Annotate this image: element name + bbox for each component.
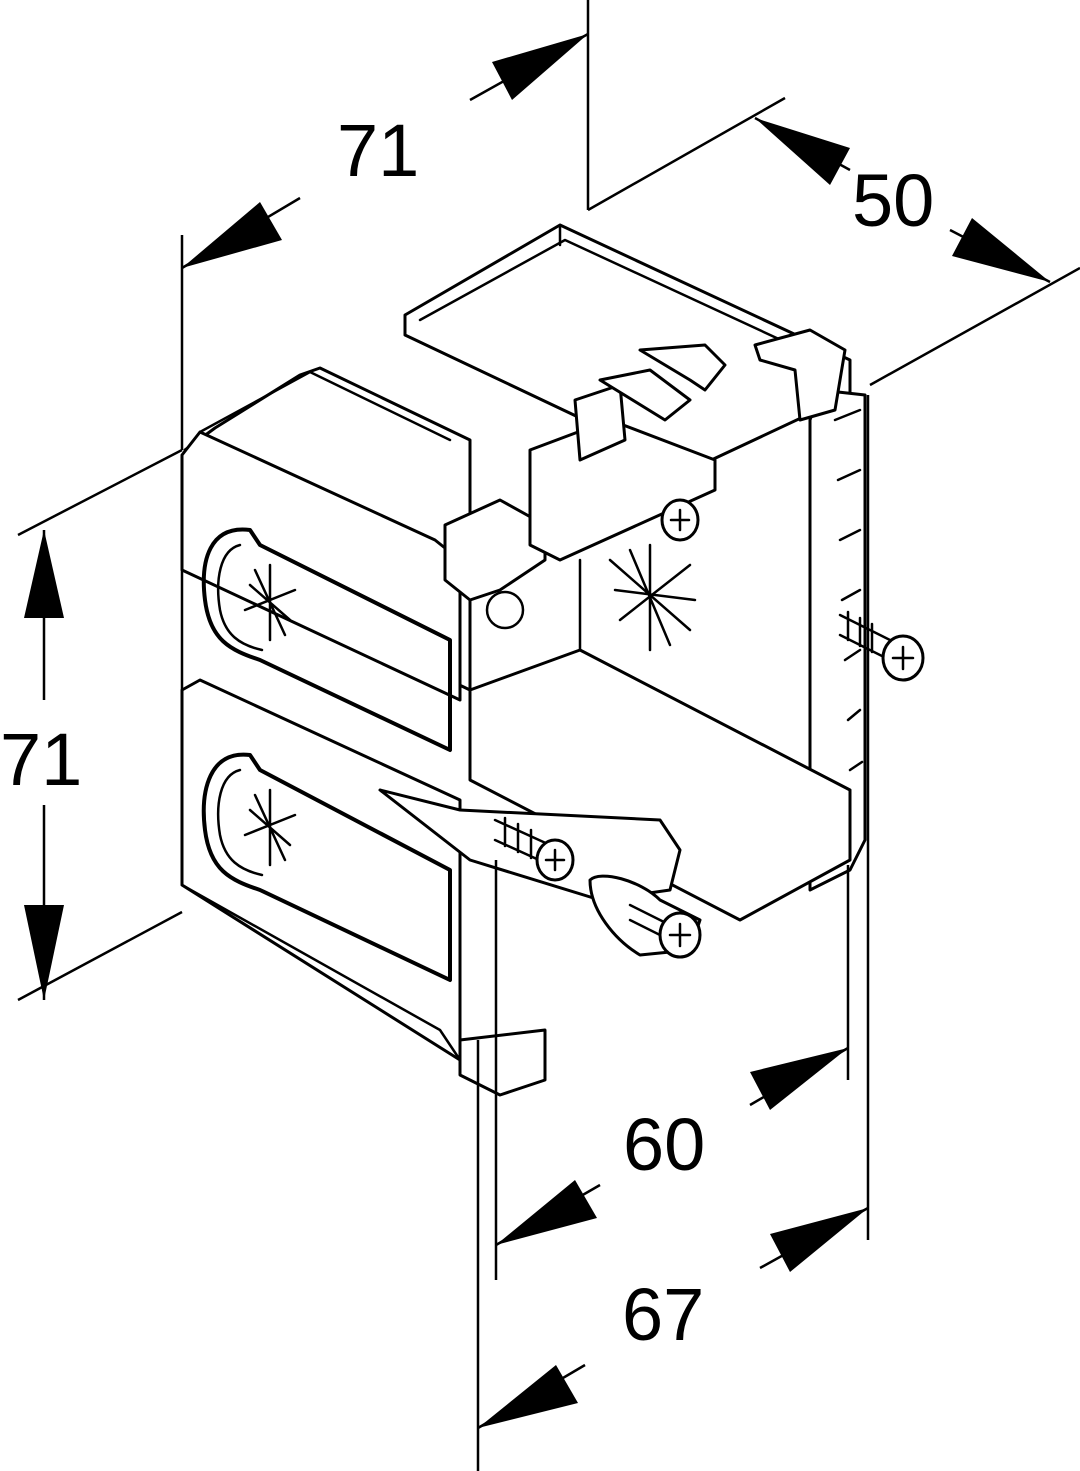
junction-box: [180, 223, 925, 1097]
dimension-bottom-inner: 60: [494, 860, 850, 1280]
dimension-left-height: 71: [0, 448, 183, 1002]
screw-icon-right: [838, 610, 925, 682]
dimension-top-depth: 50: [587, 96, 1080, 387]
dimension-label-top-depth: 50: [852, 159, 934, 242]
dimension-label-bottom-inner: 60: [623, 1103, 705, 1186]
dimension-label-bottom-outer: 67: [622, 1273, 704, 1356]
screw-icon-top: [660, 498, 700, 542]
screw-icon-lower-center: [628, 903, 702, 959]
dimension-label-top-width: 71: [337, 109, 419, 192]
dimension-bottom-outer: 67: [476, 395, 870, 1471]
dimension-label-left-height: 71: [0, 718, 82, 801]
dimension-top-width: 71: [180, 0, 590, 450]
screw-icon-lower-left: [493, 816, 575, 882]
